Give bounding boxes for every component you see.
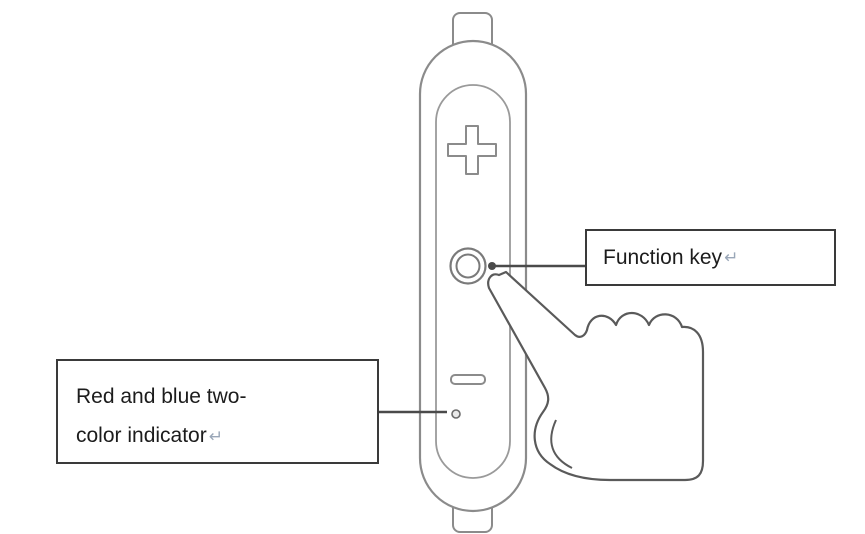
paragraph-mark: ↵ (724, 248, 739, 267)
function-key-label-text: Function key (603, 245, 723, 269)
function-key-callout-dot (488, 262, 496, 270)
plus-icon (447, 125, 497, 175)
indicator-led-icon (451, 409, 461, 419)
function-key-inner-ring (455, 253, 481, 279)
indicator-label-line2: color indicator↵ (76, 416, 377, 456)
paragraph-mark: ↵ (208, 427, 223, 446)
indicator-label-line1: Red and blue two- (76, 377, 377, 416)
indicator-label-box: Red and blue two- color indicator↵ (56, 359, 379, 464)
indicator-label-text-line2: color indicator (76, 424, 207, 447)
indicator-label-text-line1: Red and blue two- (76, 385, 247, 408)
minus-icon (450, 374, 486, 385)
thumb-fold-line (550, 419, 573, 469)
function-key-label-box: Function key↵ (585, 229, 836, 286)
pointing-hand-illustration (487, 270, 705, 482)
